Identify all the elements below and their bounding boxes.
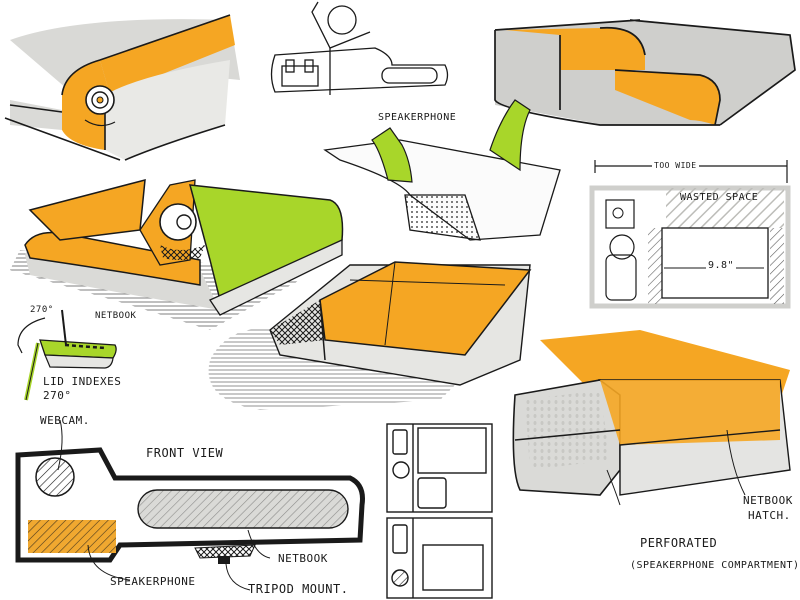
- label-perforated: Perforated: [640, 536, 718, 550]
- sketch-open-lid-webcam: [10, 179, 344, 330]
- sketch-front-view-section: [15, 419, 365, 591]
- label-dimension: 9.8": [706, 260, 737, 271]
- label-webcam: Webcam.: [40, 414, 90, 427]
- sketch-webcam-corner-device: [4, 14, 240, 161]
- label-too-wide: Too wide: [652, 161, 699, 170]
- sketch-speakerphone-flip: [323, 99, 561, 241]
- sketch-side-profile: [270, 1, 449, 95]
- label-netbook-front: Netbook: [278, 552, 328, 565]
- label-speakerphone-front: Speakerphone: [110, 575, 196, 588]
- label-front-view: Front view: [146, 446, 224, 460]
- label-lid-indexes: Lid indexes: [43, 375, 122, 388]
- sketch-layout-wireframes: [386, 423, 493, 599]
- sketch-top-view-wasted-space: [589, 160, 791, 309]
- label-speakerphone-compartment: (Speakerphone compartment): [630, 560, 800, 571]
- label-tripod-mount: Tripod mount.: [248, 582, 349, 596]
- label-lid-indexes-angle: 270°: [43, 389, 72, 402]
- label-netbook-hatch: Netbook: [743, 494, 793, 507]
- label-wasted-space: Wasted space: [680, 192, 759, 203]
- sketch-perforated-device: [512, 330, 791, 506]
- label-netbook-side: Netbook: [95, 311, 137, 321]
- label-netbook-hatch-2: hatch.: [748, 509, 791, 522]
- label-speakerphone-top: Speakerphone: [378, 112, 457, 123]
- sketch-orange-top-box: [208, 261, 532, 410]
- sketch-orange-banded-device: [494, 19, 796, 126]
- label-angle-top: 270°: [30, 305, 54, 315]
- sketch-lid-index-detail: [17, 309, 117, 401]
